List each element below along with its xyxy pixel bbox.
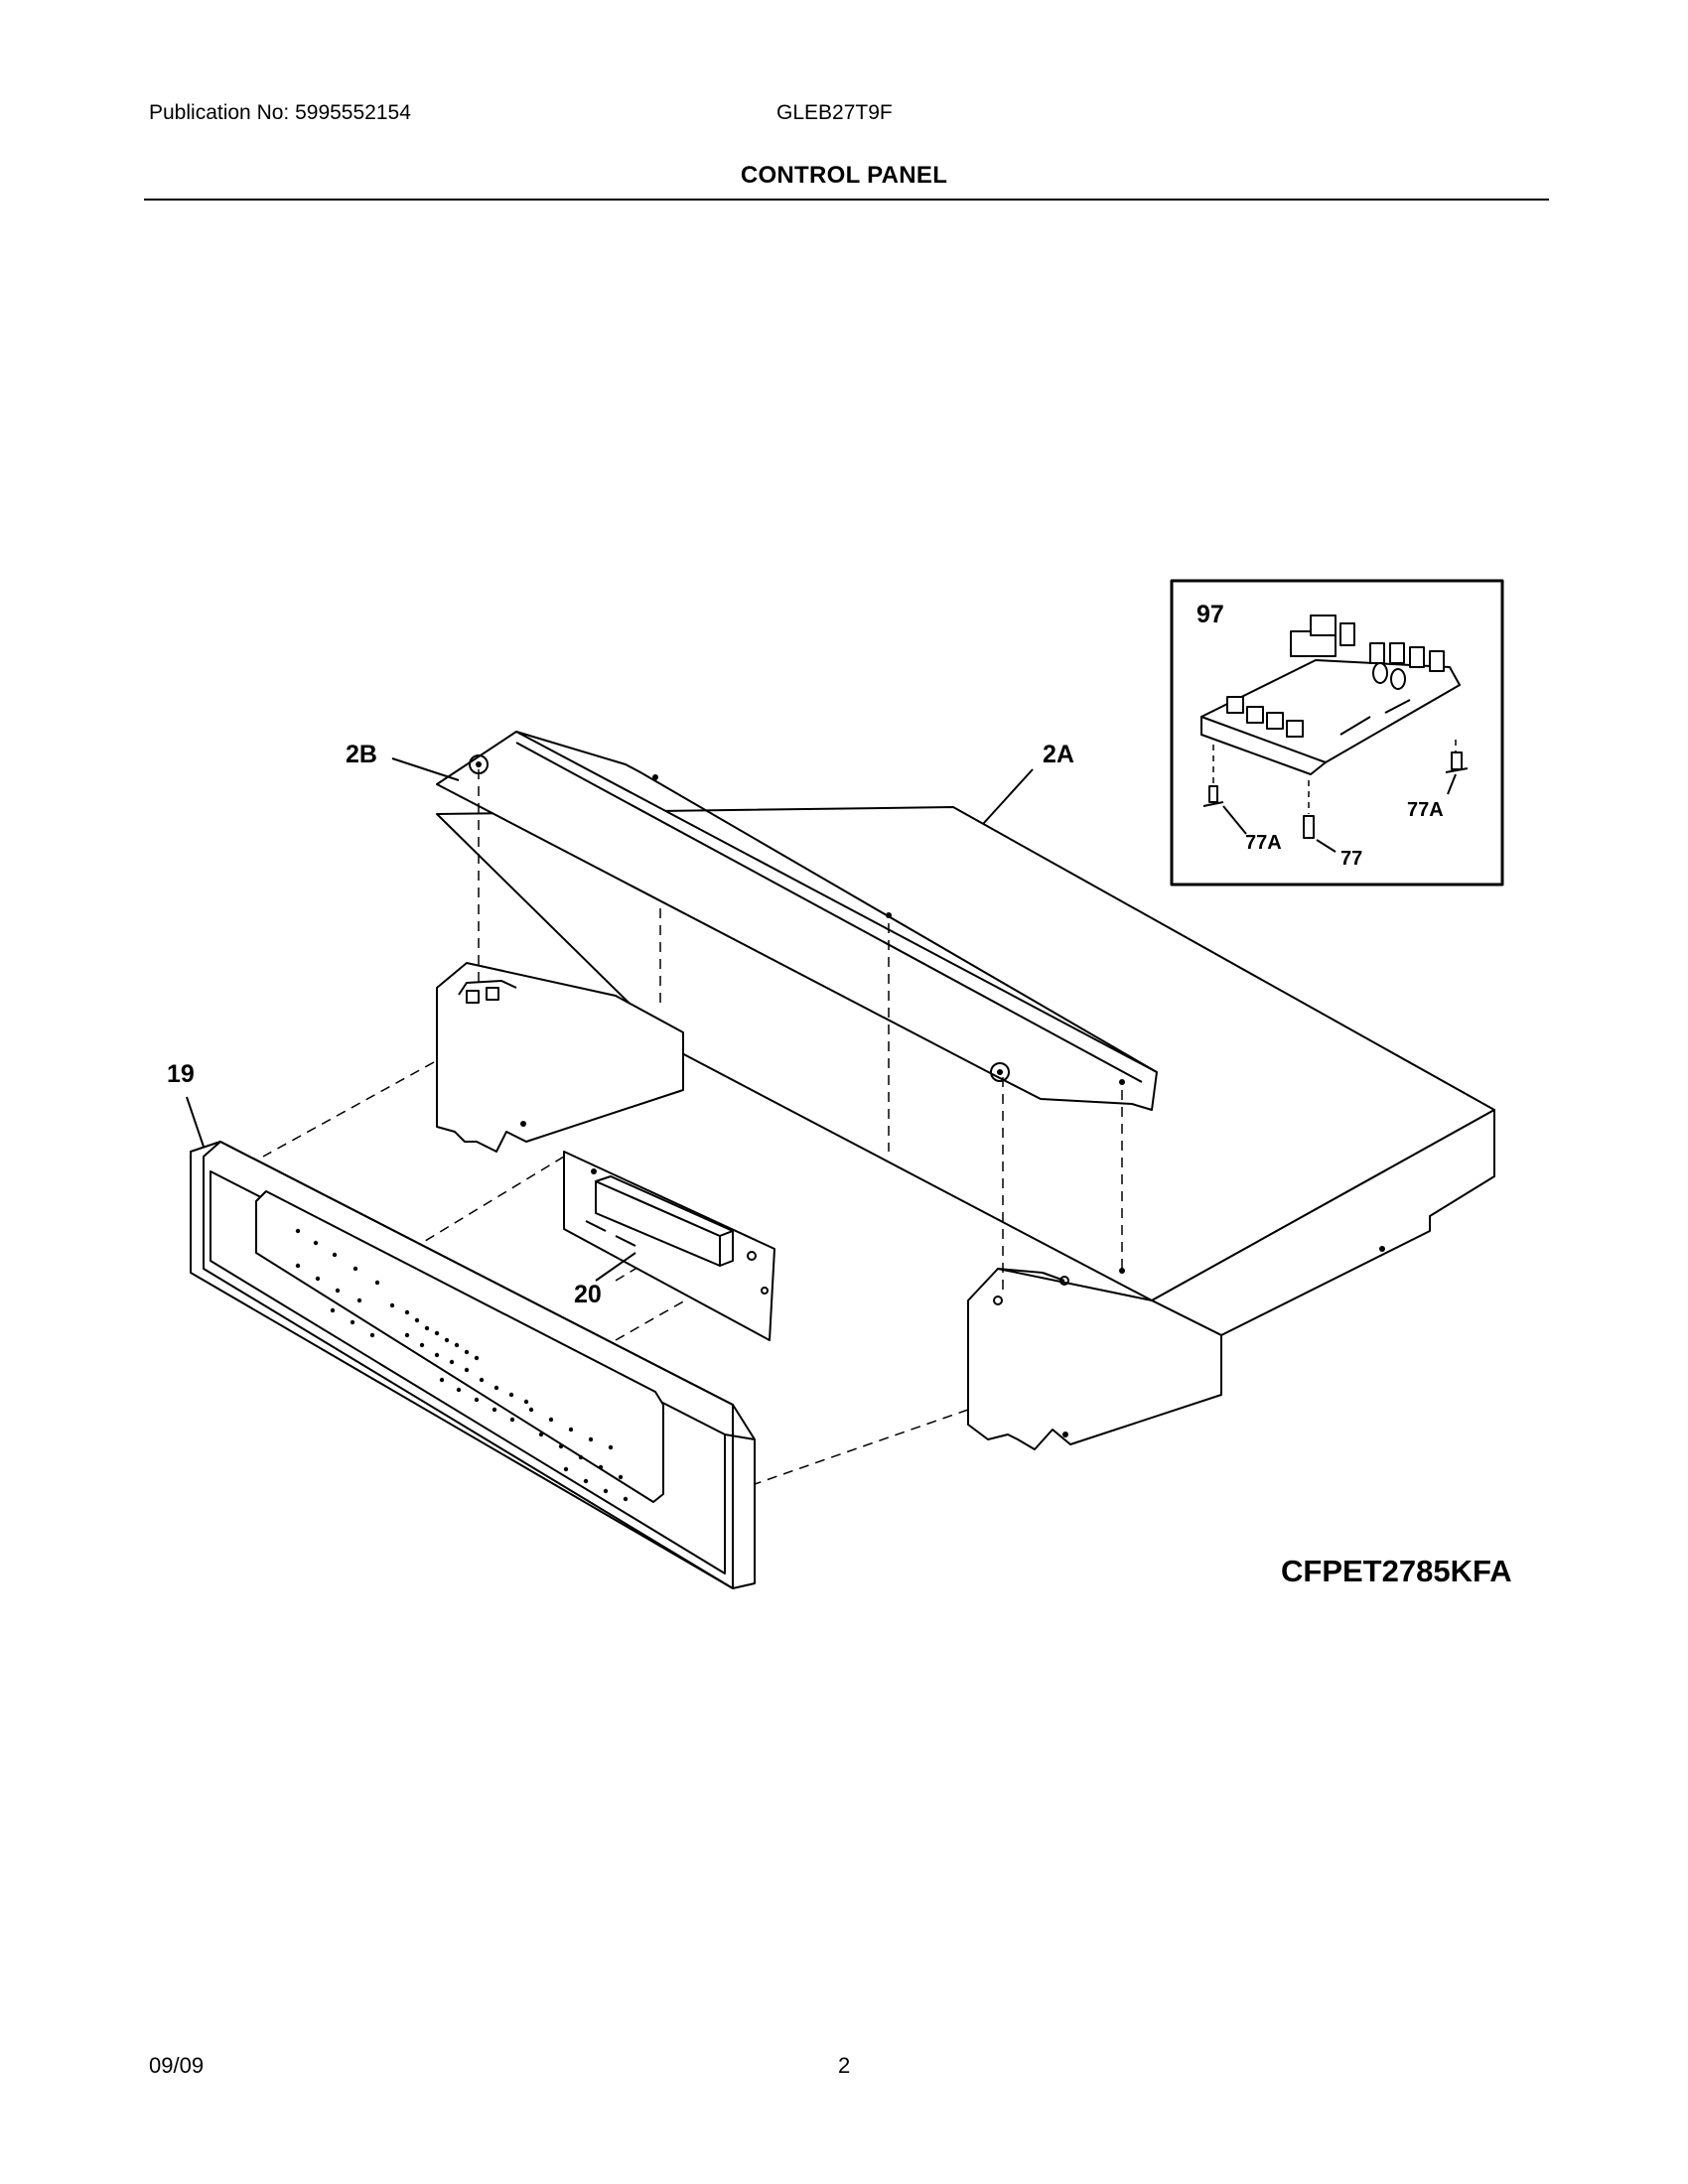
callout-77: 77 xyxy=(1340,848,1363,870)
right-end-bracket xyxy=(967,1268,1222,1450)
callout-2B: 2B xyxy=(346,741,377,768)
screws-and-standoffs xyxy=(1202,740,1469,853)
callout-97: 97 xyxy=(1196,601,1224,628)
section-title: CONTROL PANEL xyxy=(740,162,948,189)
electronic-control-board xyxy=(1200,614,1461,775)
control-board-assembly xyxy=(563,1151,775,1341)
publication-number: Publication No: 5995552154 xyxy=(149,101,411,124)
top-trim-cover xyxy=(436,731,1158,1111)
left-end-bracket xyxy=(436,962,684,1153)
touch-key-dots xyxy=(295,1228,629,1502)
inset-detail-box xyxy=(1170,579,1504,887)
callout-20: 20 xyxy=(574,1281,602,1308)
callout-77A-left: 77A xyxy=(1245,832,1282,854)
callout-77A-right: 77A xyxy=(1407,799,1444,821)
diagram-code: CFPET2785KFA xyxy=(1281,1554,1512,1588)
callout-2A: 2A xyxy=(1043,741,1074,768)
page-number: 2 xyxy=(838,2053,851,2078)
front-glass-panel xyxy=(190,1141,756,1589)
assembly-dashed-lines xyxy=(262,769,1123,1485)
title-rule xyxy=(144,199,1549,201)
footer-date: 09/09 xyxy=(149,2053,205,2078)
callout-19: 19 xyxy=(167,1060,195,1088)
callout-leaders xyxy=(186,757,1034,1282)
model-number: GLEB27T9F xyxy=(776,101,893,124)
